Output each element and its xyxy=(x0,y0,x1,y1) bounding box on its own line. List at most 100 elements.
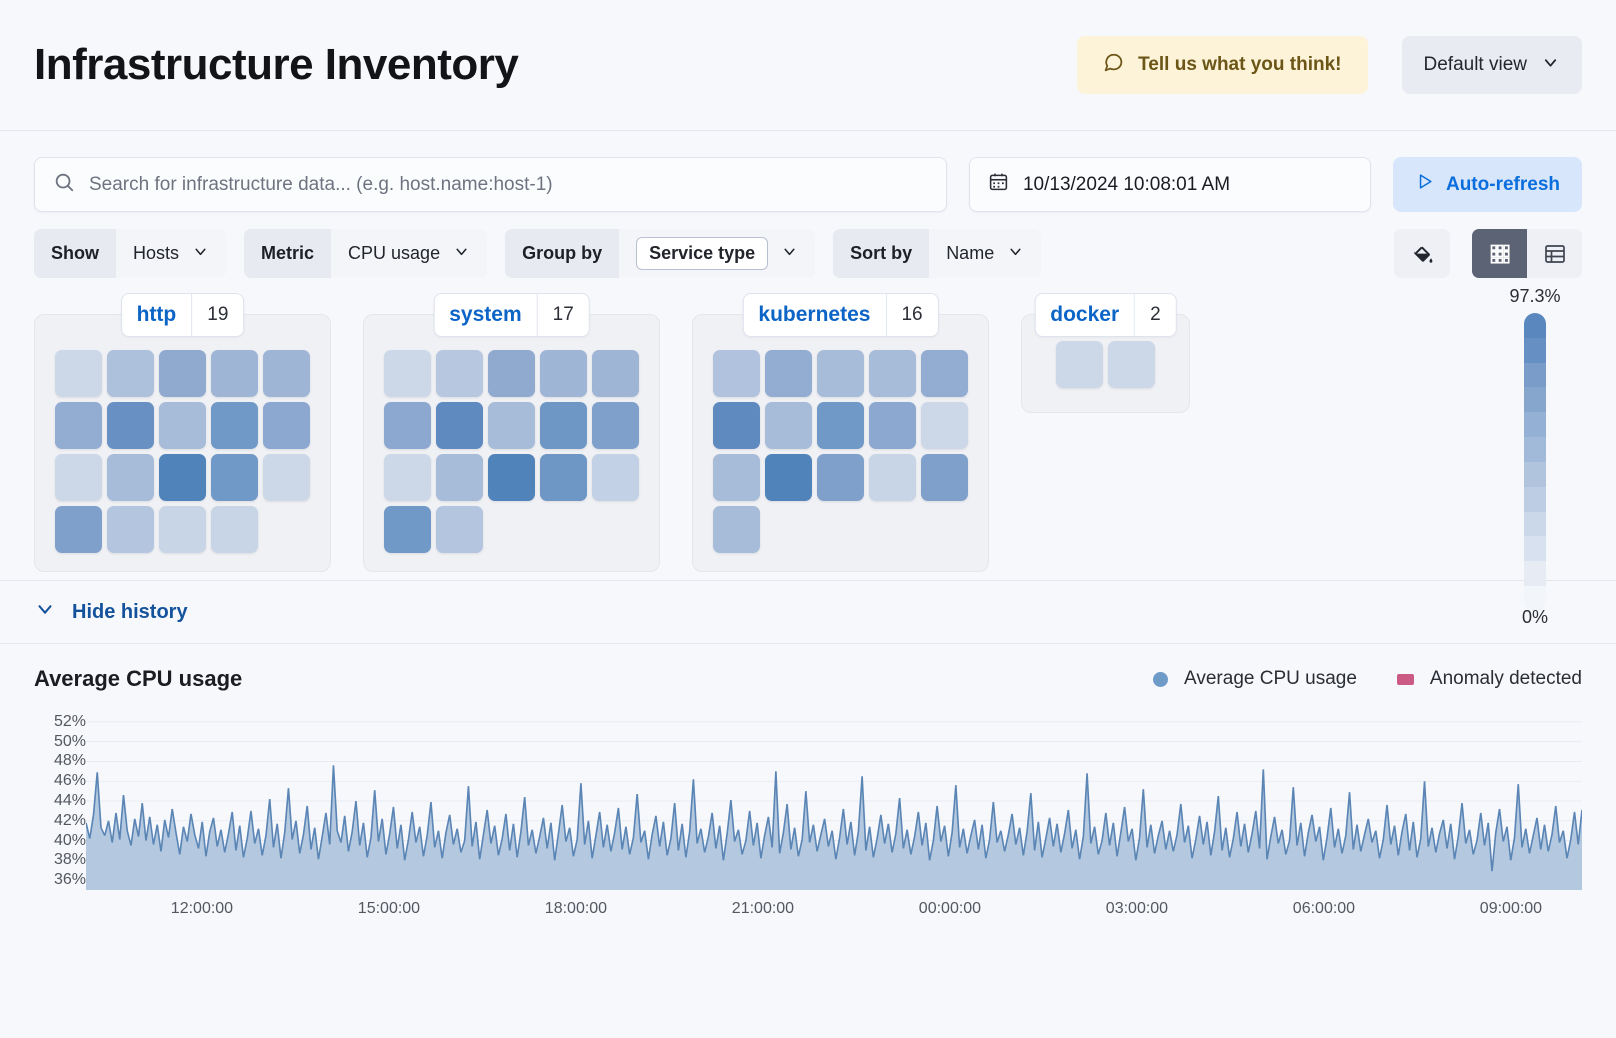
heatmap-tile[interactable] xyxy=(488,350,535,397)
heatmap-tile[interactable] xyxy=(263,402,310,449)
paint-bucket-icon[interactable] xyxy=(1394,229,1450,278)
heatmap-tile[interactable] xyxy=(765,402,812,449)
heatmap-tile[interactable] xyxy=(592,454,639,501)
feedback-label: Tell us what you think! xyxy=(1138,54,1342,75)
y-tick-label: 36% xyxy=(53,871,86,889)
heatmap-tile[interactable] xyxy=(1108,341,1155,388)
search-row: Search for infrastructure data... (e.g. … xyxy=(0,131,1616,212)
heatmap-tile[interactable] xyxy=(384,350,431,397)
heatmap-tile[interactable] xyxy=(211,402,258,449)
chart-plot-area[interactable] xyxy=(86,712,1582,890)
heatmap-tile[interactable] xyxy=(436,506,483,553)
legend-min-value: 0% xyxy=(1521,607,1548,627)
heatmap-tile[interactable] xyxy=(107,402,154,449)
heatmap-tile[interactable] xyxy=(55,454,102,501)
group-header[interactable]: docker 2 xyxy=(1034,293,1177,337)
view-mode-toggle xyxy=(1472,229,1582,278)
heatmap-tile[interactable] xyxy=(436,350,483,397)
heatmap-tile[interactable] xyxy=(713,402,760,449)
filter-show-label: Show xyxy=(34,229,116,278)
hide-history-button[interactable]: Hide history xyxy=(34,598,188,626)
filter-group-by-value[interactable]: Service type xyxy=(619,229,816,278)
group-body xyxy=(363,314,660,572)
heatmap-tile[interactable] xyxy=(592,350,639,397)
legend-label: Anomaly detected xyxy=(1429,668,1582,689)
heatmap-tile[interactable] xyxy=(488,402,535,449)
x-tick-label: 21:00:00 xyxy=(731,900,795,917)
heatmap-tile[interactable] xyxy=(869,350,916,397)
heatmap-tile[interactable] xyxy=(384,454,431,501)
heatmap-tile[interactable] xyxy=(159,402,206,449)
heatmap-tile[interactable] xyxy=(540,402,587,449)
heatmap-tile[interactable] xyxy=(921,454,968,501)
auto-refresh-button[interactable]: Auto-refresh xyxy=(1392,157,1582,212)
legend-item-average-cpu-usage[interactable]: Average CPU usage xyxy=(1153,668,1357,690)
filter-show: Show Hosts xyxy=(34,229,227,278)
heatmap-tile[interactable] xyxy=(55,402,102,449)
heatmap-tile[interactable] xyxy=(55,506,102,553)
chart-panel: Average CPU usage Average CPU usage Anom… xyxy=(0,644,1616,926)
chart-body: 52%50%48%46%44%42%40%38%36% xyxy=(34,706,1582,890)
x-tick-label: 00:00:00 xyxy=(918,900,982,917)
tile-grid xyxy=(384,350,639,553)
heatmap-tile[interactable] xyxy=(55,350,102,397)
filter-show-value[interactable]: Hosts xyxy=(116,229,227,278)
legend-item-anomaly-detected[interactable]: Anomaly detected xyxy=(1396,668,1582,690)
heatmap-tile[interactable] xyxy=(436,402,483,449)
group-header[interactable]: system 17 xyxy=(433,293,590,337)
feedback-button[interactable]: Tell us what you think! xyxy=(1077,36,1368,94)
legend-step xyxy=(1524,586,1546,611)
search-icon xyxy=(53,171,75,198)
filter-metric-value[interactable]: CPU usage xyxy=(331,229,488,278)
heatmap-tile[interactable] xyxy=(540,454,587,501)
datepicker[interactable]: 10/13/2024 10:08:01 AM xyxy=(968,157,1371,212)
heatmap-tile[interactable] xyxy=(592,402,639,449)
heatmap-tile[interactable] xyxy=(817,454,864,501)
default-view-button[interactable]: Default view xyxy=(1401,36,1582,94)
group-body xyxy=(692,314,989,572)
heatmap-tile[interactable] xyxy=(436,454,483,501)
heatmap-tile[interactable] xyxy=(540,350,587,397)
group-header[interactable]: http 19 xyxy=(120,293,245,337)
group-header[interactable]: kubernetes 16 xyxy=(742,293,939,337)
group-name: system xyxy=(449,303,522,326)
heatmap-tile[interactable] xyxy=(921,350,968,397)
heatmap-tile[interactable] xyxy=(921,402,968,449)
heatmap-tile[interactable] xyxy=(263,350,310,397)
heatmap-tile[interactable] xyxy=(107,350,154,397)
heatmap-tile[interactable] xyxy=(869,402,916,449)
legend-gradient-bar xyxy=(1524,313,1546,611)
heatmap-tile[interactable] xyxy=(211,454,258,501)
heatmap-tile[interactable] xyxy=(159,506,206,553)
heatmap-tile[interactable] xyxy=(817,350,864,397)
heatmap-tile[interactable] xyxy=(869,454,916,501)
heatmap-tile[interactable] xyxy=(765,350,812,397)
heatmap-tile[interactable] xyxy=(384,402,431,449)
search-input[interactable]: Search for infrastructure data... (e.g. … xyxy=(34,157,947,212)
heatmap-group-system: system 17 xyxy=(363,293,660,572)
filter-sort-by-value[interactable]: Name xyxy=(929,229,1042,278)
table-view-icon[interactable] xyxy=(1527,229,1582,278)
history-bar: Hide history xyxy=(0,581,1616,644)
group-name: docker xyxy=(1050,303,1120,326)
grid-view-icon[interactable] xyxy=(1472,229,1527,278)
heatmap-tile[interactable] xyxy=(384,506,431,553)
comment-icon xyxy=(1103,52,1124,79)
heatmap-tile[interactable] xyxy=(713,454,760,501)
heatmap-tile[interactable] xyxy=(159,454,206,501)
heatmap-tile[interactable] xyxy=(159,350,206,397)
heatmap-tile[interactable] xyxy=(211,506,258,553)
heatmap-tile[interactable] xyxy=(488,454,535,501)
heatmap-tile[interactable] xyxy=(263,454,310,501)
legend-step xyxy=(1524,561,1546,587)
heatmap-tile[interactable] xyxy=(1056,341,1103,388)
heatmap-tile[interactable] xyxy=(211,350,258,397)
heatmap-tile[interactable] xyxy=(765,454,812,501)
heatmap-tile[interactable] xyxy=(817,402,864,449)
heatmap-tile[interactable] xyxy=(713,506,760,553)
heatmap-tile[interactable] xyxy=(107,454,154,501)
x-tick-label: 15:00:00 xyxy=(357,900,421,917)
heatmap-tile[interactable] xyxy=(107,506,154,553)
search-placeholder: Search for infrastructure data... (e.g. … xyxy=(89,173,553,195)
heatmap-tile[interactable] xyxy=(713,350,760,397)
